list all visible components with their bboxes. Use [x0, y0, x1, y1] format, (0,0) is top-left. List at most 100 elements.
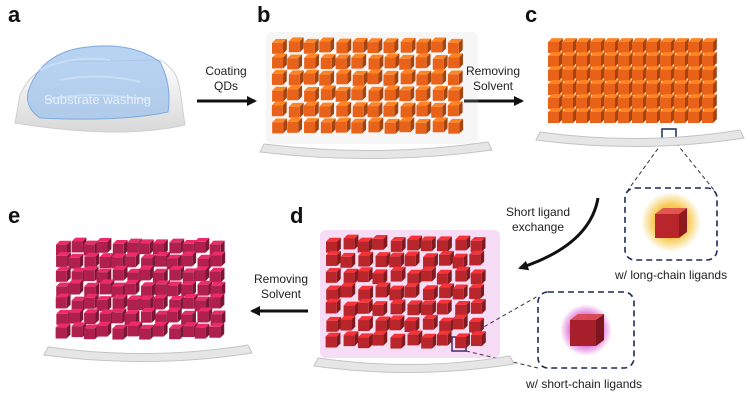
quantum-dot-cube [562, 94, 577, 109]
panel-letter-e: e [8, 203, 21, 228]
quantum-dot-cube [416, 38, 432, 54]
quantum-dot-cube [688, 108, 703, 123]
quantum-dot-cube [153, 239, 168, 255]
quantum-dot-cube [209, 293, 225, 309]
quantum-dot-cube [304, 118, 319, 134]
quantum-dot-cube [576, 52, 591, 67]
quantum-dot-cube [618, 38, 633, 53]
quantum-dot-cube [400, 102, 416, 118]
quantum-dot-cube [335, 117, 351, 133]
quantum-dot-cube [272, 86, 287, 102]
quantum-dot-cube [674, 108, 689, 123]
quantum-dot-cube [400, 37, 416, 53]
quantum-dot-cube [660, 38, 675, 53]
quantum-dot-cube [357, 237, 373, 253]
quantum-dot-cube [407, 330, 423, 346]
quantum-dot-cube [660, 94, 675, 109]
quantum-dot-cube [194, 237, 210, 253]
quantum-dot-cube [209, 267, 225, 283]
quantum-dot-cube [326, 285, 342, 301]
quantum-dot-cube [448, 86, 464, 102]
quantum-dot-cube [432, 54, 448, 70]
quantum-dot-cube [111, 308, 127, 324]
short-ligand-exchange-label: Short ligand exchange [497, 205, 579, 235]
quantum-dot-cube [674, 38, 689, 53]
quantum-dot-cube [702, 108, 717, 123]
removing-solvent-label-1: Removing Solvent [458, 64, 528, 94]
quantum-dot-cube [548, 66, 563, 81]
quantum-dot-cube [632, 80, 647, 95]
quantum-dot-cube [404, 317, 420, 333]
quantum-dot-cube [340, 282, 356, 298]
quantum-dot-cube [590, 38, 605, 53]
zoom-line-c-1 [627, 142, 663, 191]
quantum-dot-cube [674, 52, 689, 67]
quantum-dot-cube [384, 85, 400, 101]
quantum-dot-cube [674, 66, 689, 81]
quantum-dot-cube [390, 333, 406, 349]
quantum-dot-cube [112, 265, 128, 281]
qd-film-c [535, 38, 745, 148]
quantum-dot-cube [632, 38, 647, 53]
quantum-dot-cube [422, 285, 438, 301]
quantum-dot-cube [112, 240, 128, 255]
quantum-dot-cube [340, 252, 356, 268]
quantum-dot-cube [367, 69, 383, 85]
quantum-dot-cube [688, 38, 703, 53]
quantum-dot-cube [375, 252, 391, 268]
quantum-dot-cube [423, 253, 438, 269]
quantum-dot-cube [343, 268, 359, 284]
quantum-dot-cube [421, 333, 437, 349]
quantum-dot-cube [288, 37, 304, 53]
quantum-dot-cube [326, 251, 341, 266]
quantum-dot-cube [112, 294, 128, 310]
quantum-dot-cube [124, 279, 140, 295]
quantum-dot-cube [590, 66, 605, 81]
short-chain-ligands-caption: w/ short-chain ligands [526, 377, 643, 391]
quantum-dot-cube [367, 102, 383, 118]
quantum-dot-cube [372, 330, 388, 346]
quantum-dot-cube [335, 54, 351, 70]
quantum-dot-cube [562, 66, 577, 81]
quantum-dot-cube [326, 237, 341, 253]
quantum-dot-cube [632, 108, 647, 123]
quantum-dot-cube [139, 324, 155, 340]
quantum-dot-cube [375, 282, 391, 298]
quantum-dot-cube [383, 101, 399, 117]
quantum-dot-cube [210, 281, 226, 297]
quantum-dot-cube [604, 94, 619, 109]
quantum-dot-cube [632, 94, 647, 109]
quantum-dot-cube [375, 316, 391, 332]
quantum-dot-cube [422, 314, 438, 330]
quantum-dot-cube [420, 236, 436, 252]
quantum-dot-cube [272, 38, 287, 54]
quantum-dot-cube [590, 94, 605, 109]
qd-film-d [313, 230, 515, 374]
removing-solvent-2-line2: Solvent [260, 287, 302, 301]
removing-solvent-label-2: Removing Solvent [246, 272, 316, 302]
quantum-dot-cube [303, 101, 319, 117]
zoom-line-c-2 [675, 142, 715, 191]
quantum-dot-cube [590, 52, 605, 67]
quantum-dot-cube [432, 117, 448, 133]
quantum-dot-cube [209, 322, 225, 338]
quantum-dot-cube [326, 316, 342, 332]
removing-solvent-1-line2: Solvent [472, 79, 514, 93]
quantum-dot-cube [452, 253, 468, 269]
quantum-dot-cube [343, 331, 359, 347]
quantum-dot-cube [181, 310, 196, 326]
quantum-dot-cube [84, 252, 100, 268]
quantum-dot-cube [431, 102, 447, 118]
quantum-dot-cube [576, 108, 591, 123]
quantum-dot-cube [271, 101, 287, 117]
quantum-dot-cube [548, 94, 563, 109]
quantum-dot-cube [384, 118, 400, 134]
quantum-dot-cube [166, 307, 182, 323]
quantum-dot-cube [96, 268, 112, 284]
quantum-dot-cube [169, 324, 184, 340]
quantum-dot-cube [336, 69, 352, 85]
quantum-dot-cube [68, 279, 84, 295]
quantum-dot-cube [56, 252, 71, 267]
quantum-dot-cube [632, 52, 647, 67]
substrate [535, 129, 745, 148]
